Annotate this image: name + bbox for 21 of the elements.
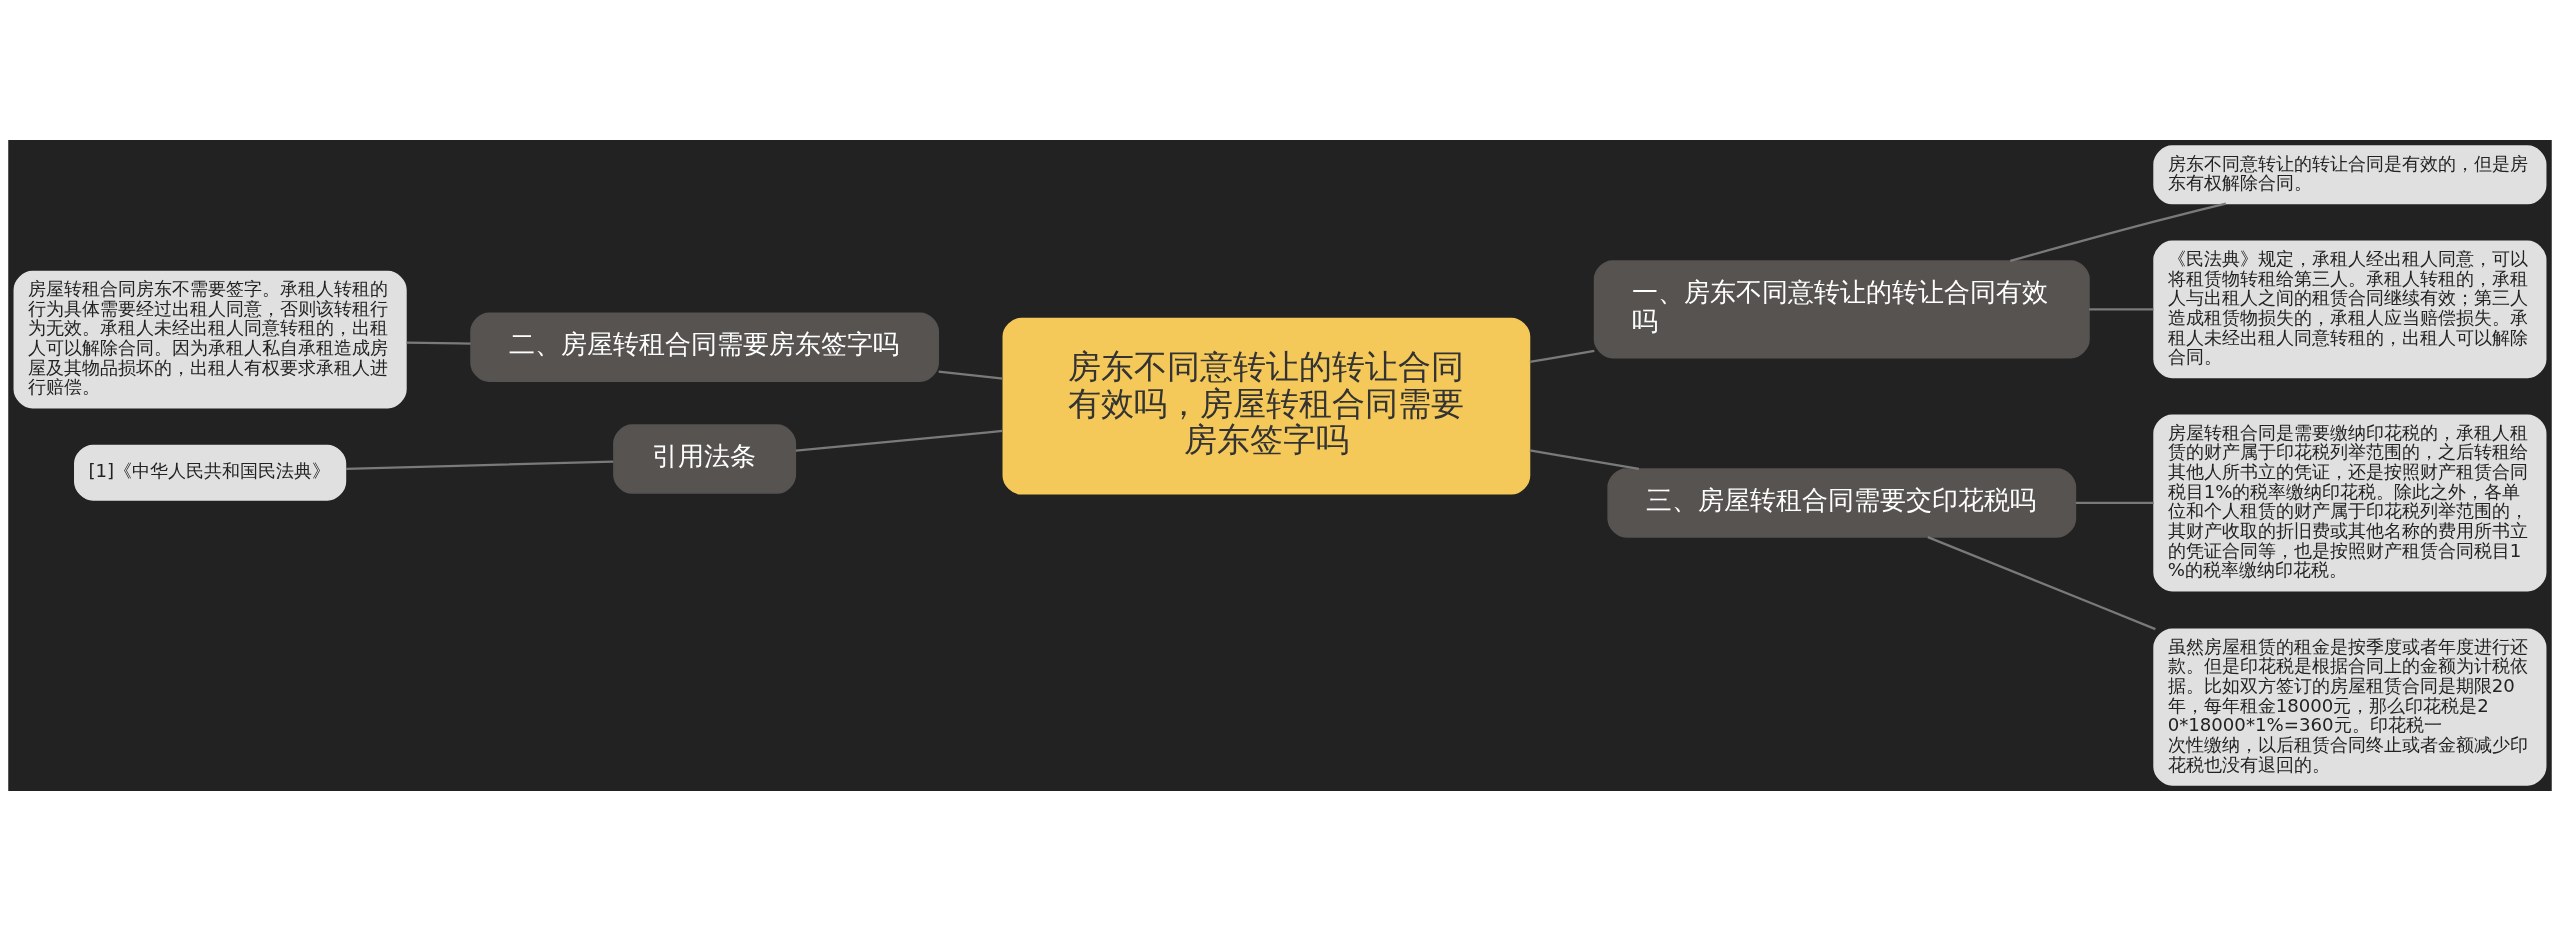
node-box: [1]《中华人民共和国民法典》: [74, 444, 347, 501]
node-box: 三、房屋转租合同需要交印花税吗: [1607, 468, 2077, 538]
node-box: 房东不同意转让的转让合同有效吗，房屋转租合同需要房东签字吗: [1002, 317, 1531, 495]
node-box: 房屋转租合同是需要缴纳印花税的，承租人租赁的财产属于印花税列举范围的，之后转租给其他人所书立的凭证，还是按照财产租赁合同税目1%的税率缴纳印花税。除此之外，各单位和个人租赁的财产属于印花税列举范围的，其财产收取的折旧费或其他名称的费用所书立的凭证合同等，也是按照财产租赁合同税目1%的税率缴纳印花税。: [2153, 414, 2547, 592]
node-box: 二、房屋转租合同需要房东签字吗: [470, 312, 939, 382]
connector: [2010, 202, 2227, 263]
connector: [406, 341, 471, 345]
connector: [1529, 449, 1640, 470]
connector: [1529, 349, 1595, 363]
node-box: 一、房东不同意转让的转让合同有效吗: [1593, 260, 2090, 359]
connector: [938, 370, 1004, 380]
node-box: 房屋转租合同房东不需要签字。承租人转租的行为具体需要经过出租人同意，否则该转租行为无效。承租人未经出租人同意转租的，出租人可以解除合同。因为承租人私自承租造成房屋及其物品损坏的，出租人有权要求承租人进行赔偿。: [13, 270, 407, 409]
node-box: 引用法条: [613, 424, 797, 494]
connector: [345, 460, 614, 471]
node-box: 房东不同意转让的转让合同是有效的，但是房东有权解除合同。: [2153, 145, 2547, 205]
connector: [2089, 308, 2154, 311]
node-box: 虽然房屋租赁的租金是按季度或者年度进行还款。但是印花税是根据合同上的金额为计税依据。比如双方签订的房屋租赁合同是期限20年，每年租金18000元，那么印花税是20*18000*1%=360元。印花税一次性缴纳，以后租赁合同终止或者金额减少印花税也没有退回的。: [2153, 628, 2547, 786]
connector: [1927, 536, 2156, 631]
node-box: 《民法典》规定，承租人经出租人同意，可以将租赁物转租给第三人。承租人转租的，承租人与出租人之间的租赁合同继续有效；第三人造成租赁物损失的，承租人应当赔偿损失。承租人未经出租人同意转租的，出租人可以解除合同。: [2153, 240, 2547, 379]
connector: [795, 429, 1003, 452]
connector: [2075, 501, 2154, 505]
